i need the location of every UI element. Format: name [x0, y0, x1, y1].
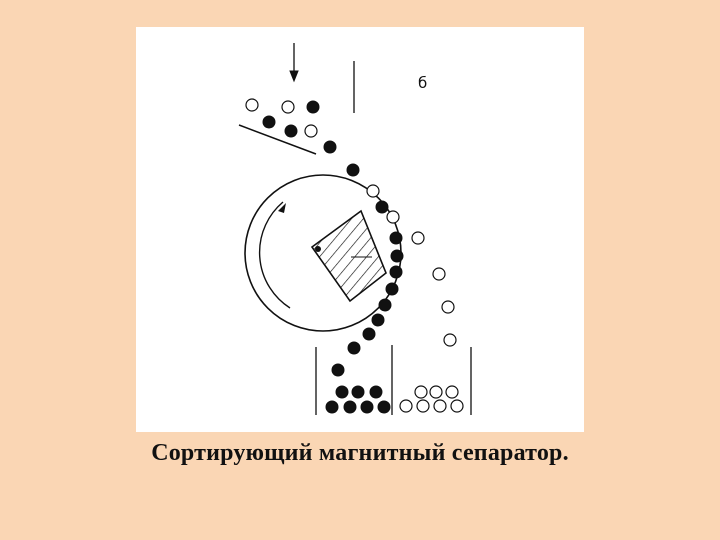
magnet-sector: [310, 209, 387, 303]
nonmagnetic-particle: [414, 385, 428, 399]
nonmagnetic-particle: [281, 100, 295, 114]
nonmagnetic-particle: [245, 98, 259, 112]
magnetic-particle: [362, 327, 376, 341]
nonmagnetic-particle: [441, 300, 455, 314]
nonmagnetic-particle: [366, 184, 380, 198]
magnetic-particle: [375, 200, 389, 214]
magnetic-particle: [389, 265, 403, 279]
magnetic-particle: [325, 400, 339, 414]
nonmagnetic-particle: [432, 267, 446, 281]
magnetic-particle: [284, 124, 298, 138]
separator-diagram: б: [136, 27, 584, 432]
magnetic-particle: [346, 163, 360, 177]
particles: [245, 98, 464, 414]
panel-label: б: [418, 74, 427, 92]
magnetic-particle: [369, 385, 383, 399]
rotation-arrow: [278, 203, 286, 213]
magnetic-particle: [377, 400, 391, 414]
magnetic-particle: [335, 385, 349, 399]
magnetic-particle: [390, 249, 404, 263]
figure-caption: Сортирующий магнитный сепаратор.: [151, 440, 569, 466]
nonmagnetic-particle: [399, 399, 413, 413]
magnetic-particle: [347, 341, 361, 355]
feed-arrow: [289, 43, 299, 83]
nonmagnetic-particle: [443, 333, 457, 347]
feed-chute: [238, 124, 317, 155]
magnetic-particle: [385, 282, 399, 296]
nonmagnetic-particle: [386, 210, 400, 224]
magnetic-particle: [262, 115, 276, 129]
nonmagnetic-particle: [416, 399, 430, 413]
nonmagnetic-particle: [450, 399, 464, 413]
magnetic-particle: [351, 385, 365, 399]
nonmagnetic-particle: [411, 231, 425, 245]
nonmagnetic-particle: [429, 385, 443, 399]
magnetic-particle: [331, 363, 345, 377]
nonmagnetic-particle: [445, 385, 459, 399]
nonmagnetic-particle: [304, 124, 318, 138]
magnetic-particle: [360, 400, 374, 414]
magnetic-particle: [378, 298, 392, 312]
collection-bins: [315, 345, 472, 415]
magnetic-particle: [306, 100, 320, 114]
magnetic-particle: [371, 313, 385, 327]
magnetic-particle: [389, 231, 403, 245]
magnetic-particle: [343, 400, 357, 414]
nonmagnetic-particle: [433, 399, 447, 413]
diagram-canvas: б: [238, 43, 472, 415]
magnetic-particle: [323, 140, 337, 154]
